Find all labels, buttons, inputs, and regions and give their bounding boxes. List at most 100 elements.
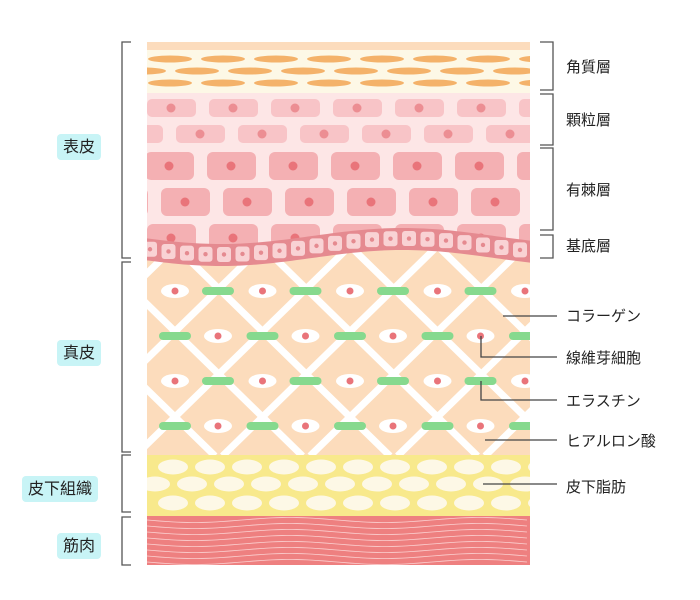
keratinocyte — [519, 79, 530, 87]
collagen-fiber — [0, 246, 40, 456]
keratinocyte — [254, 79, 298, 87]
collagen-fiber — [147, 243, 265, 364]
nucleus — [257, 129, 267, 139]
nucleus — [242, 197, 252, 207]
keratinocyte — [228, 67, 272, 75]
layer-bracket — [121, 41, 131, 259]
elastin-fiber — [377, 377, 409, 385]
collagen-fiber — [147, 299, 305, 459]
keratinocyte — [148, 79, 192, 87]
elastin-fiber — [377, 287, 409, 295]
nucleus — [352, 103, 362, 113]
nucleus — [414, 103, 424, 113]
nucleus — [425, 236, 430, 242]
nucleus — [171, 287, 179, 295]
keratinocyte — [413, 55, 457, 63]
nucleus — [350, 161, 360, 171]
label-stratum-corneum: 角質層 — [566, 58, 612, 76]
fibroblast — [74, 284, 102, 298]
layer-bracket — [121, 454, 131, 513]
keratinocyte — [147, 67, 166, 75]
elastin-fiber — [202, 377, 234, 385]
nucleus — [499, 245, 504, 250]
nucleus — [505, 129, 515, 139]
nucleus — [195, 129, 205, 139]
nucleus — [184, 250, 190, 256]
label-dermis: 真皮 — [57, 340, 102, 366]
nucleus — [295, 246, 301, 251]
nucleus — [258, 250, 264, 255]
keratinocyte — [201, 79, 245, 87]
label-subcutaneous-fat: 皮下脂肪 — [566, 478, 627, 496]
nucleus — [214, 422, 222, 430]
fat-cell — [232, 495, 262, 511]
nucleus — [406, 236, 412, 241]
muscle-fiber — [147, 541, 528, 547]
collagen-fiber — [220, 243, 440, 459]
keratinocyte — [334, 67, 378, 75]
nucleus — [477, 422, 484, 430]
elastin-fiber — [421, 422, 454, 430]
elastin-fiber — [509, 332, 530, 340]
corneum-top-band — [147, 42, 530, 50]
nucleus — [462, 240, 467, 245]
label-stratum-granulosum: 顆粒層 — [566, 111, 612, 129]
label-hyaluronic-acid: ヒアルロン酸 — [566, 432, 656, 450]
collagen-fiber — [147, 243, 353, 450]
keratinocyte — [493, 67, 530, 75]
elastin-fiber — [159, 422, 191, 430]
nucleus — [474, 161, 484, 171]
nucleus — [166, 103, 176, 113]
label-subcutis: 皮下組織 — [22, 476, 99, 502]
elastin-fiber — [334, 332, 366, 340]
label-collagen: コラーゲン — [566, 307, 642, 325]
fat-cell — [177, 476, 207, 492]
keratinocyte — [201, 55, 245, 63]
keratinocyte — [307, 55, 351, 63]
granular-cell — [519, 99, 530, 117]
nucleus — [476, 103, 486, 113]
fibroblast — [117, 329, 145, 343]
basal-cell — [532, 245, 546, 260]
nucleus — [84, 288, 91, 295]
label-muscle: 筋肉 — [57, 533, 102, 559]
keratinocyte — [413, 79, 457, 87]
muscle-fiber — [147, 523, 528, 529]
fat-cell — [528, 499, 530, 507]
nucleus — [259, 287, 266, 295]
sublayer-bracket — [540, 41, 554, 91]
elastin-fiber — [72, 422, 104, 430]
nucleus — [171, 377, 179, 385]
collagen-fiber — [482, 407, 530, 459]
label-fibroblast: 線維芽細胞 — [566, 349, 642, 367]
nucleus — [539, 104, 548, 113]
fat-cell — [343, 459, 373, 475]
keratinocyte — [148, 55, 192, 63]
elastin-fiber — [202, 287, 234, 295]
nucleus — [351, 239, 356, 244]
collagen-fiber — [660, 246, 700, 456]
collagen-lattice — [0, 243, 700, 459]
nucleus — [288, 161, 298, 171]
nucleus — [302, 332, 309, 340]
nucleus — [221, 252, 227, 257]
nucleus — [537, 162, 546, 171]
spinous-cell — [147, 190, 148, 214]
keratinocyte — [175, 67, 219, 75]
collagen-fiber — [395, 321, 530, 459]
keratinocyte — [466, 55, 510, 63]
fat-cell — [528, 463, 530, 471]
collagen-fiber — [435, 243, 530, 342]
nucleus — [240, 251, 245, 257]
elastin-fiber — [289, 287, 322, 295]
elastin-fiber — [72, 332, 104, 340]
nucleus — [304, 197, 314, 207]
keratinocyte — [360, 79, 404, 87]
label-stratum-spinosum: 有棘層 — [566, 181, 612, 199]
muscle-fiber — [147, 535, 528, 541]
nucleus — [443, 129, 453, 139]
fat-cell — [251, 476, 281, 492]
nucleus — [134, 130, 143, 139]
keratinocyte — [440, 67, 484, 75]
layer-bracket — [121, 261, 131, 453]
